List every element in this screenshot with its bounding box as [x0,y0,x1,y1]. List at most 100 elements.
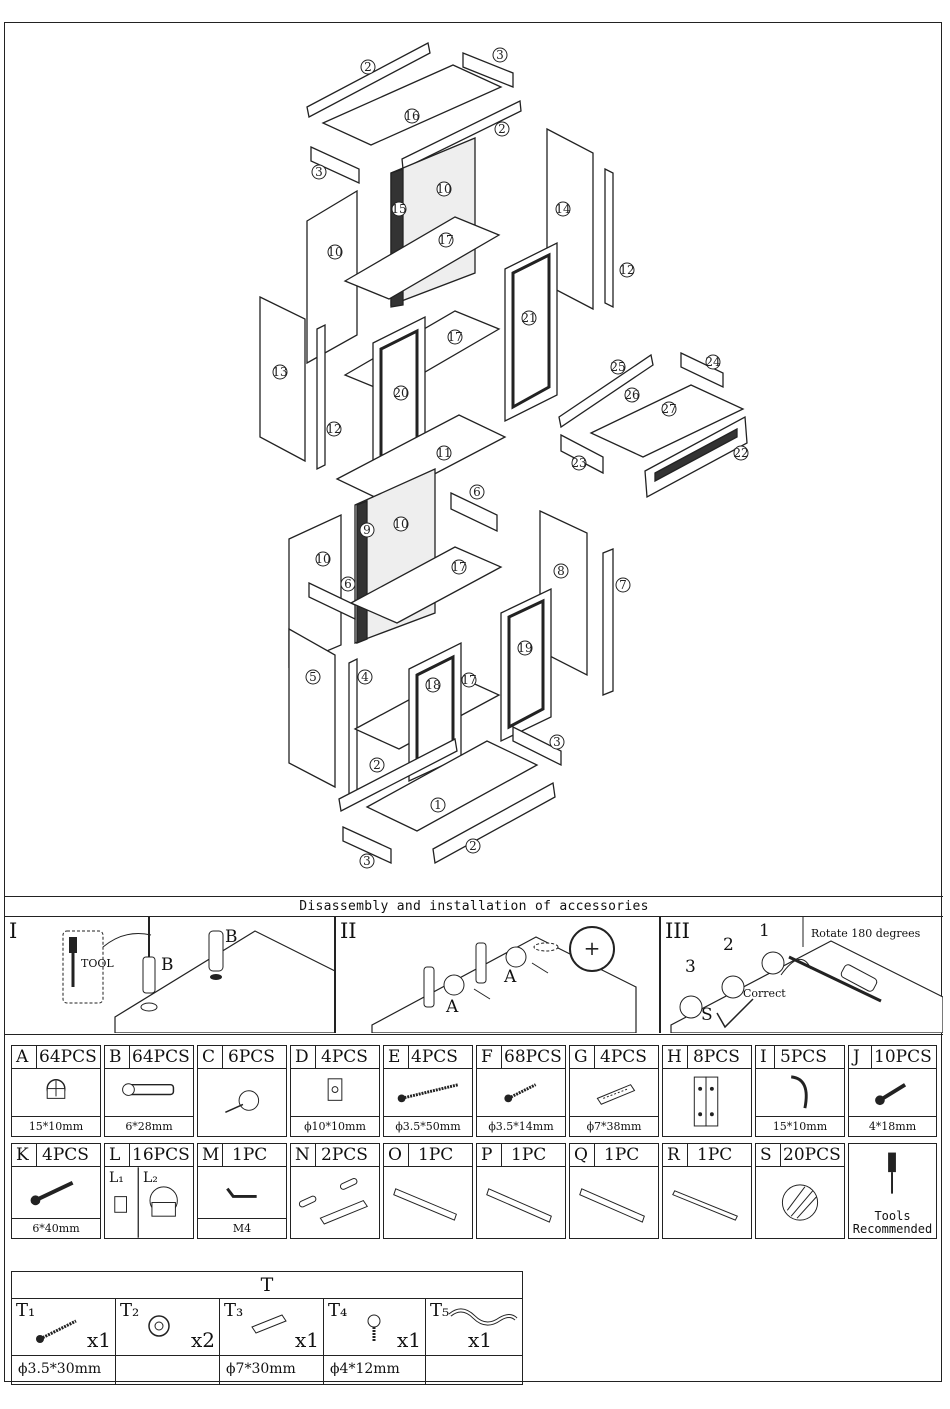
part-number: 10 [436,182,451,196]
part-letter: K [16,1145,29,1165]
tools-recommended-label: Recommended [852,1222,933,1236]
part-letter: B [109,1047,122,1067]
step-i-number: I [9,919,18,943]
shelf-support-icon [291,1069,379,1116]
bracket-icon [291,1167,379,1238]
rotate-instruction: Rotate 180 degrees [811,927,921,940]
part-card-b: B 64PCS 6*28mm [104,1045,194,1137]
part-number: 2 [498,122,506,136]
t-item-size [116,1355,220,1384]
long-bolt-icon [12,1167,100,1218]
part-letter: L [109,1145,121,1165]
drawer-slide-icon [384,1167,472,1238]
part-number: 12 [619,263,634,277]
part-size: 6*28mm [105,1116,193,1136]
part-size: 15*10mm [12,1116,100,1136]
part-size: ϕ3.5*50mm [384,1116,472,1136]
shelf-17-top [343,216,501,300]
part-l2-label: L₂ [143,1170,158,1186]
tools-recommended-card: Tools Recommended [848,1143,937,1239]
cap-2-label: 2 [723,935,734,955]
panel-2-bottom-right [432,781,556,865]
part-l1-label: L₁ [109,1170,124,1186]
part-quantity: 4PCS [42,1145,89,1165]
part-number: 20 [393,386,408,400]
panel-4 [348,657,358,805]
part-number: 23 [571,456,586,470]
part-letter: Q [574,1145,588,1165]
part-number: 3 [496,48,504,62]
part-card-o: O 1PC [383,1143,473,1239]
part-quantity: 1PC [604,1145,640,1165]
cam-bolt-icon [105,1069,193,1116]
part-letter: J [853,1047,860,1067]
part-letter: N [295,1145,310,1165]
installation-steps: I TOOL B B + II A A [5,917,943,1035]
part-number: 14 [555,202,571,216]
anchor-icon [251,1314,287,1334]
panel-12-right [604,167,614,309]
t-table-title: T [12,1272,522,1299]
screw-icon [36,1319,77,1343]
step-ii-illustration: + [371,926,637,1033]
shelf-11 [335,414,507,502]
step-i-panel: I TOOL B B [5,917,335,1033]
t-item-qty: x2 [190,1328,215,1352]
part-quantity: 8PCS [693,1047,740,1067]
part-letter: P [481,1145,493,1165]
part-number: 10 [315,552,330,566]
part-quantity: 10PCS [874,1047,932,1067]
step-ii-panel: + II A A [336,917,660,1033]
step-iii-number: III [665,919,690,943]
part-quantity: 1PC [232,1145,268,1165]
t-item-name: T₃ [224,1300,244,1321]
part-size: ϕ10*10mm [291,1116,379,1136]
panel-23 [560,433,604,475]
part-quantity: 4PCS [321,1047,368,1067]
t-item-name: T₁ [16,1300,36,1321]
part-quantity: 64PCS [132,1047,190,1067]
t-item-qty: x1 [396,1328,421,1352]
part-number: 9 [363,523,371,537]
panel-6-left [308,581,356,621]
part-number: 8 [557,564,565,578]
part-size: M4 [198,1218,286,1238]
part-size: 4*18mm [849,1116,936,1136]
wall-anchor-icon [570,1069,658,1116]
part-letter: A [16,1047,29,1067]
t-item-size: ϕ7*30mm [220,1355,324,1384]
t-item-qty: x1 [294,1328,319,1352]
part-number: 1 [434,798,442,812]
washer-icon [148,1315,170,1337]
part-a-label: A [504,967,517,987]
door-19 [500,587,552,743]
drawer-slide-icon [570,1167,658,1238]
t-item-name: T₄ [328,1300,348,1321]
exploded-view-diagram: 2 3 16 2 3 10 15 14 12 10 17 21 13 12 17… [5,23,943,896]
step-ii-number: II [340,919,357,943]
tools-label: Tools [874,1209,911,1223]
panel-14 [546,127,594,311]
t-item-qty: x1 [467,1328,492,1352]
drawer-slide-icon [663,1167,751,1238]
part-quantity: 68PCS [504,1047,562,1067]
panel-3-top-right [462,52,514,88]
step-i-illustration [62,917,335,1033]
panel-3-top-left [310,145,360,185]
panel-2-right [401,100,522,170]
part-quantity: 1PC [418,1145,454,1165]
correct-label: Correct [743,987,786,1000]
part-number: 2 [469,839,477,853]
part-letter: O [388,1145,402,1165]
cam-lock-icon [12,1069,100,1116]
part-quantity: 20PCS [783,1145,841,1165]
t-item-size: ϕ3.5*30mm [12,1355,116,1384]
